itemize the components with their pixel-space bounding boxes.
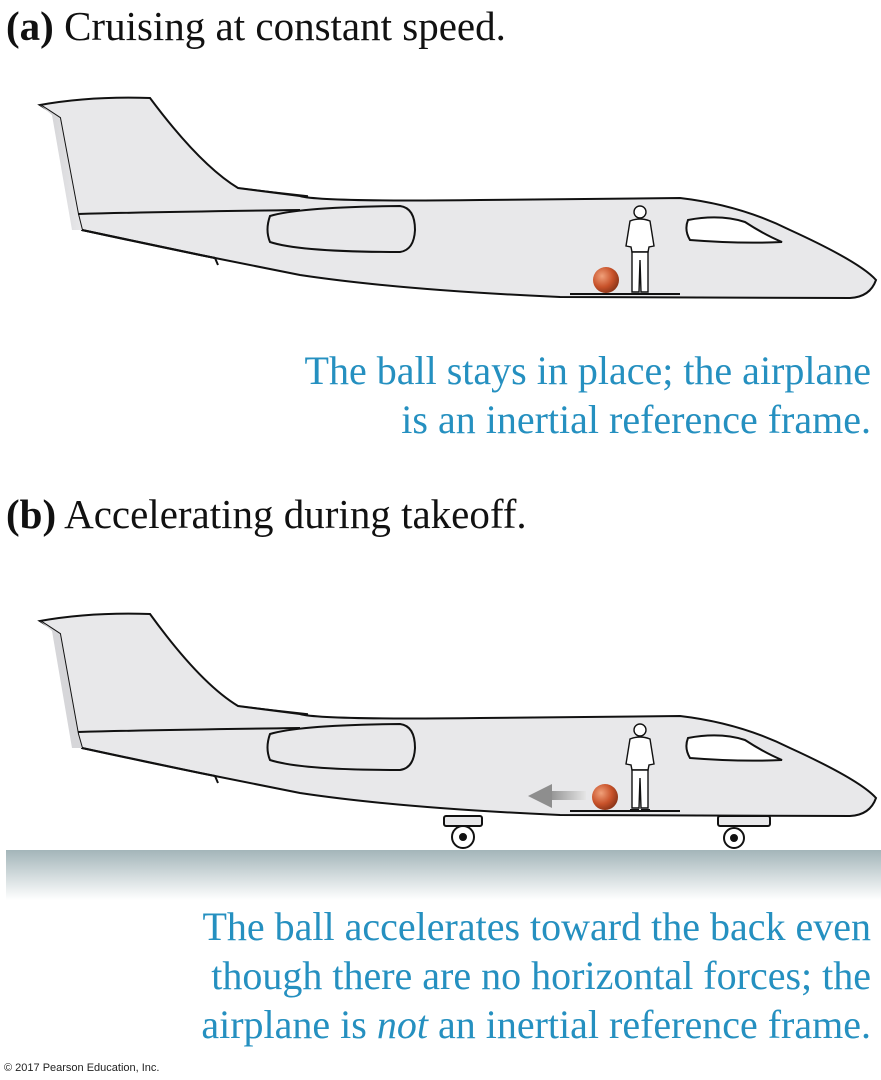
caption-text: an inertial reference frame. [427,1002,871,1047]
caption-emphasis: not [376,1002,428,1047]
ball [592,784,618,810]
cockpit-window [685,216,783,244]
panel-b-caption-line-3: airplane is not an inertial reference fr… [201,1000,871,1049]
fuselage [37,96,878,300]
person-icon [625,205,655,295]
tail-fin [40,105,82,230]
main-landing-gear [443,815,483,849]
panel-a-caption: The ball stays in place; the airplane is… [305,346,871,444]
panel-b-title-text: Accelerating during takeoff. [64,491,527,537]
copyright-notice: © 2017 Pearson Education, Inc. [4,1062,160,1074]
cockpit-window [685,734,783,762]
person-icon [625,723,655,811]
panel-b-caption-line-2: though there are no horizontal forces; t… [211,953,871,998]
engine-nacelle [266,722,417,772]
airplane-cruising [37,96,878,300]
airplane-takeoff [6,612,881,900]
panel-b-label: (b) [6,491,57,537]
panel-a-title: (a) Cruising at constant speed. [6,2,506,50]
acceleration-arrow-icon [528,784,586,808]
panel-a-label: (a) [6,3,54,49]
panel-a-caption-line-1: The ball stays in place; the airplane [304,348,871,393]
nose-landing-gear [717,815,771,849]
panel-a-caption-line-2: is an inertial reference frame. [401,397,871,442]
ball [593,267,619,293]
panel-b-caption-line-1: The ball accelerates toward the back eve… [202,904,871,949]
panel-b-caption: The ball accelerates toward the back eve… [201,902,871,1049]
panel-b-title: (b) Accelerating during takeoff. [6,490,527,538]
horizontal-stabilizer [77,727,301,733]
fuselage [37,612,878,818]
caption-text: airplane is [201,1002,377,1047]
panel-a-title-text: Cruising at constant speed. [64,3,506,49]
runway-ground [6,850,881,900]
tail-fin [40,621,82,748]
engine-nacelle [266,204,417,254]
